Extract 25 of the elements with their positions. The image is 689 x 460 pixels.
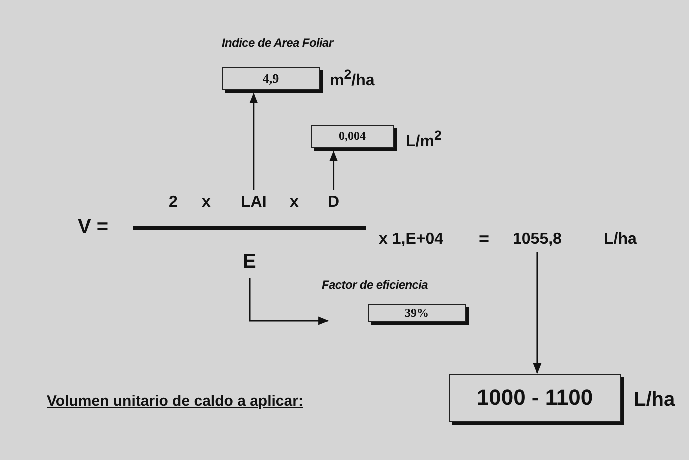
multiply-sign: x — [202, 194, 211, 212]
formula-variable: E — [243, 251, 256, 274]
value-box: 0,004 — [311, 125, 394, 148]
multiply-sign: x — [290, 194, 299, 212]
arrow — [250, 92, 258, 190]
formula-term: 2 — [169, 194, 178, 212]
arrow — [533, 252, 542, 374]
field-caption: Factor de eficiencia — [322, 278, 428, 292]
arrow — [330, 150, 338, 190]
unit-label: L/ha — [634, 389, 676, 412]
formula-term: x 1,E+04 — [379, 231, 444, 249]
formula-term: V = — [78, 216, 109, 239]
arrow — [249, 278, 330, 326]
value-box: 39% — [368, 304, 466, 322]
result-caption: Volumen unitario de caldo a aplicar: — [47, 393, 304, 410]
unit-label: m$^{2}$/ha — [330, 67, 375, 90]
equals-sign: = — [479, 229, 490, 250]
unit-label: L/ha — [604, 231, 637, 249]
formula-variable: LAI — [241, 194, 267, 212]
formula-variable: D — [328, 194, 340, 212]
unit-label: L/m$^{2}$ — [406, 128, 442, 152]
value-box: 4,9 — [222, 67, 320, 90]
field-caption: Indice de Area Foliar — [222, 36, 334, 50]
value-box: 1000 - 1100 — [449, 374, 621, 422]
formula-variable: 1055,8 — [513, 231, 562, 249]
